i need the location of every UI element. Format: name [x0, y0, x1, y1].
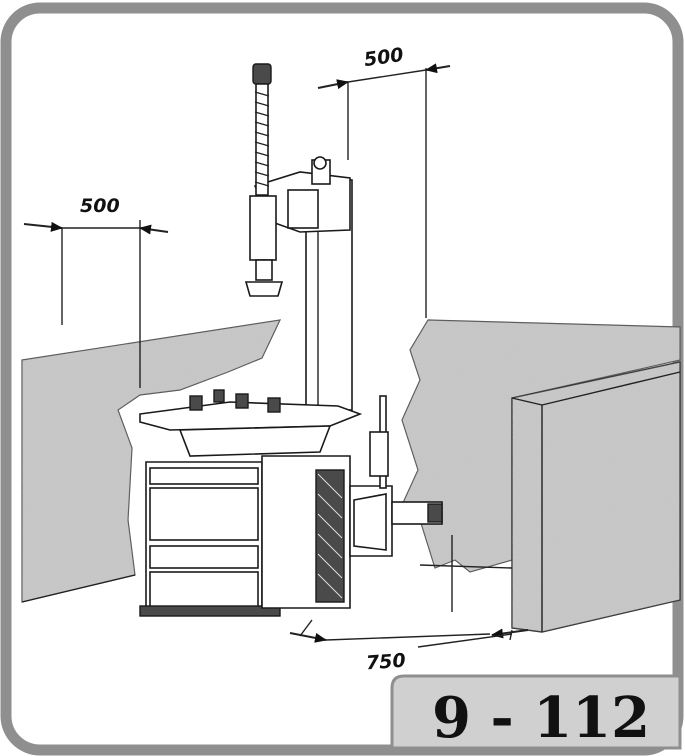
right-wall-block — [511, 361, 681, 633]
dimension-left: 500 — [23, 195, 169, 388]
floor-lines — [21, 564, 513, 603]
figure-badge: 9 - 112 — [390, 674, 682, 751]
dimension-label-side: 750 — [365, 650, 406, 675]
tyre-changer-machine — [139, 63, 443, 617]
dimension-label-left: 500 — [80, 195, 120, 217]
dimension-label-rear: 500 — [363, 44, 405, 71]
back-wall — [401, 319, 681, 573]
dimension-rear: 500 — [317, 44, 451, 318]
dimension-side: 750 — [289, 535, 529, 675]
figure-label: 9 - 112 — [432, 685, 650, 751]
